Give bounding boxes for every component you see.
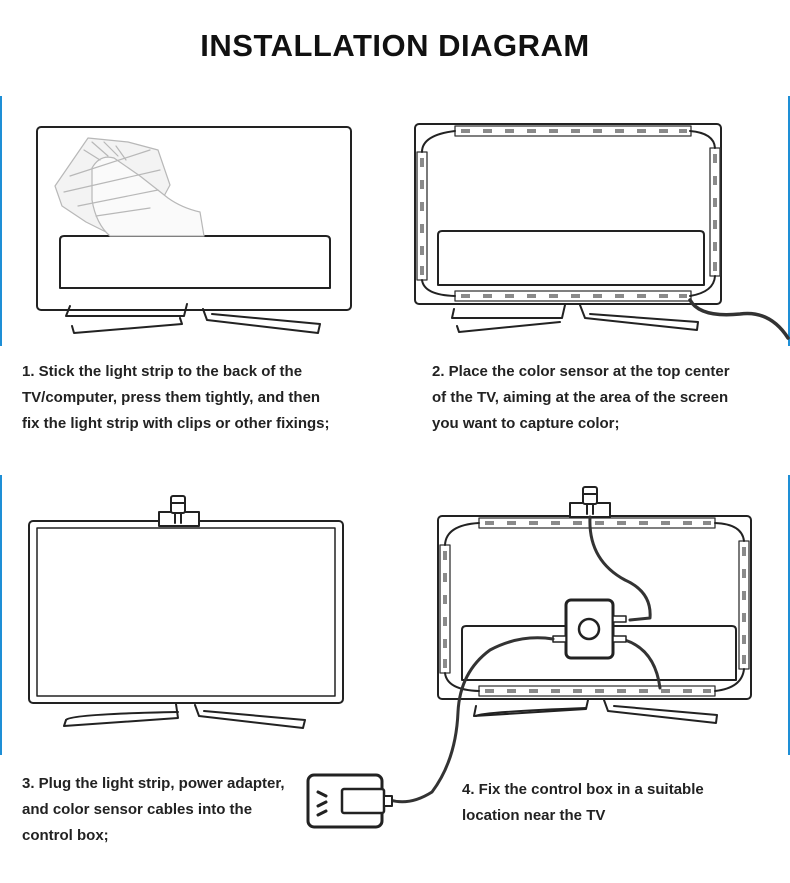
tv-panel-1 (36, 126, 352, 334)
step-3-line-2: and color sensor cables into the (22, 801, 253, 818)
tv-panel-3 (28, 495, 344, 729)
tv-panel-4 (388, 486, 752, 804)
step-1-line-2: TV/computer, press them tightly, and the… (22, 389, 321, 406)
step-4-caption: 4. Fix the control box in a suitable loc… (462, 777, 704, 829)
step-4-line-2: location near the TV (462, 807, 606, 824)
step-1-line-3: fix the light strip with clips or other … (22, 415, 330, 432)
step-3-line-1: 3. Plug the light strip, power adapter, (22, 775, 285, 792)
color-sensor-icon (158, 495, 200, 527)
color-sensor-icon (569, 486, 611, 518)
hand-cleaning-icon (54, 137, 205, 237)
step-3-line-3: control box; (22, 827, 109, 844)
power-adapter-icon (306, 773, 393, 829)
step-2-line-3: you want to capture color; (432, 415, 620, 432)
step-3-caption: 3. Plug the light strip, power adapter, … (22, 771, 285, 849)
accent-bar-left-bottom (0, 475, 2, 755)
step-1-caption: 1. Stick the light strip to the back of … (22, 359, 330, 437)
accent-bar-right-top (788, 96, 790, 346)
control-box-icon (552, 598, 627, 660)
step-1-line-1: 1. Stick the light strip to the back of … (22, 363, 303, 380)
step-2-line-2: of the TV, aiming at the area of the scr… (432, 389, 729, 406)
step-2-caption: 2. Place the color sensor at the top cen… (432, 359, 730, 437)
step-4-line-1: 4. Fix the control box in a suitable (462, 781, 704, 798)
page-title: INSTALLATION DIAGRAM (200, 28, 590, 63)
tv-panel-2 (414, 123, 790, 340)
accent-bar-right-bottom (788, 475, 790, 755)
step-2-line-1: 2. Place the color sensor at the top cen… (432, 363, 730, 380)
accent-bar-left-top (0, 96, 2, 346)
